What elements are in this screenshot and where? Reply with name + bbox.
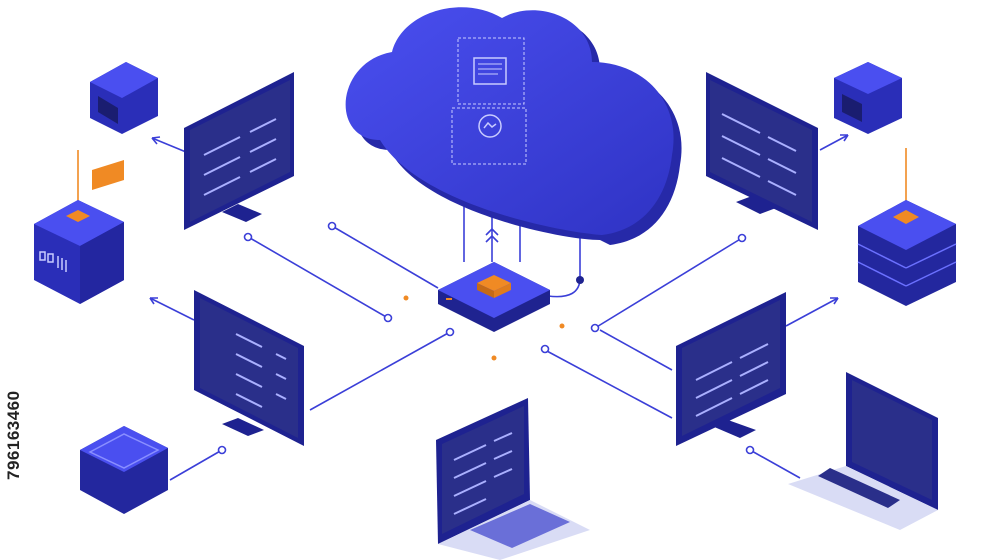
laptop-icon xyxy=(436,398,590,560)
laptop-icon xyxy=(788,372,938,530)
monitor-icon xyxy=(676,292,786,446)
server-icon xyxy=(857,200,957,306)
storage-box-icon xyxy=(34,160,124,304)
document-icon xyxy=(451,37,527,165)
monitor-icon xyxy=(706,72,818,230)
monitor-icon xyxy=(194,290,304,446)
monitor-icon xyxy=(184,72,294,230)
router-icon xyxy=(438,262,550,332)
accent-dots xyxy=(403,295,565,361)
connection-lines xyxy=(77,134,907,481)
storage-box-icon xyxy=(834,62,902,134)
storage-box-icon xyxy=(80,426,168,514)
cloud-icon xyxy=(345,7,682,245)
stock-id-watermark: 796163460 xyxy=(4,390,23,480)
storage-box-icon xyxy=(90,62,158,134)
